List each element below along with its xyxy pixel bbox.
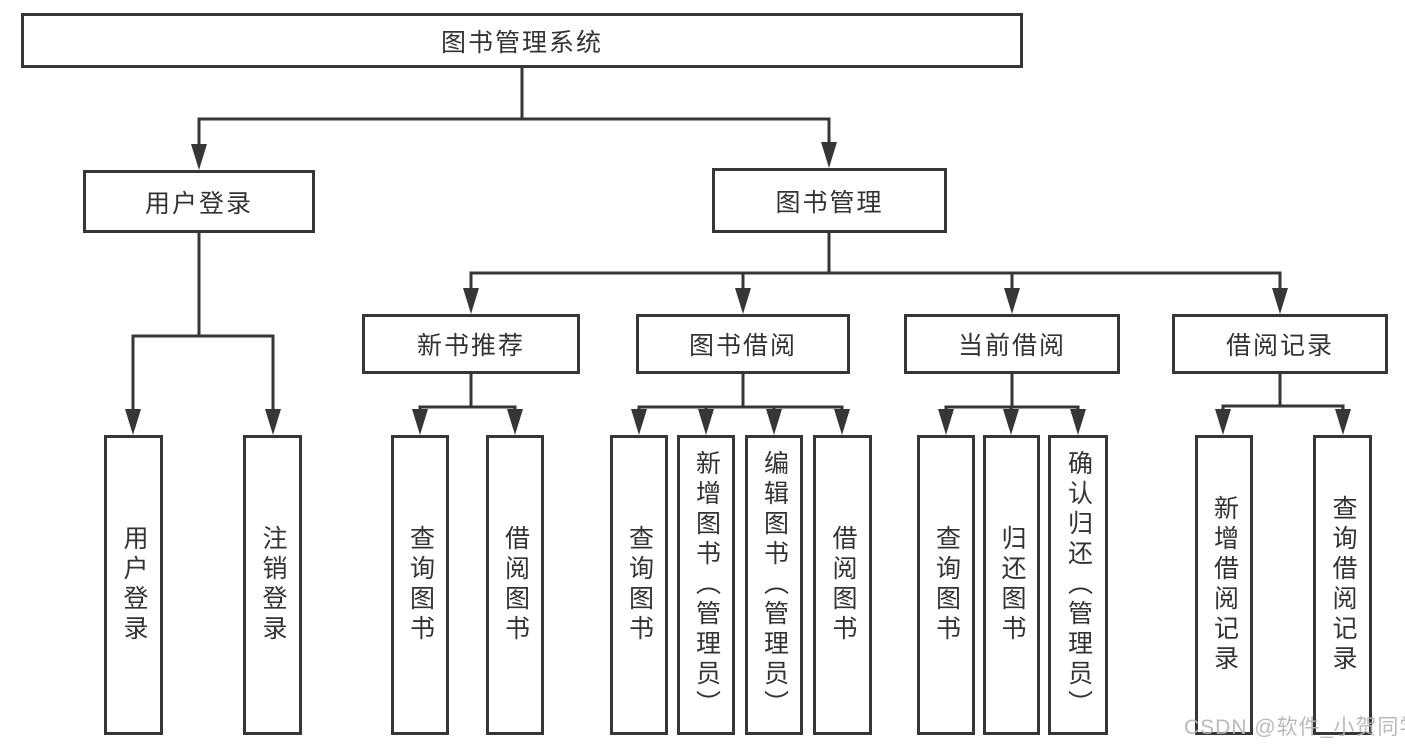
- node-label: 用户登录: [120, 525, 148, 645]
- arrowhead-icon: [821, 142, 837, 168]
- arrowhead-icon: [1004, 288, 1020, 314]
- node-leaf-user-login: 用户登录: [104, 435, 163, 735]
- arrowhead-icon: [1003, 409, 1019, 435]
- node-leaf-query-book-2: 查询图书: [610, 435, 668, 735]
- node-new-book-recommend: 新书推荐: [362, 314, 580, 374]
- arrowhead-icon: [463, 288, 479, 314]
- arrowhead-icon: [698, 409, 714, 435]
- node-label: 确认归还（管理员）: [1064, 450, 1093, 720]
- arrowhead-icon: [412, 409, 428, 435]
- node-label: 新书推荐: [416, 332, 525, 360]
- node-label: 图书借阅: [688, 332, 797, 360]
- node-leaf-logout: 注销登录: [243, 435, 302, 735]
- node-leaf-confirm-return-admin: 确认归还（管理员）: [1048, 435, 1108, 735]
- arrowhead-icon: [938, 409, 954, 435]
- node-label: 归还图书: [998, 525, 1026, 645]
- node-leaf-edit-book-admin: 编辑图书（管理员）: [745, 435, 803, 735]
- node-label: 用户登录: [144, 189, 253, 218]
- node-label: 借阅图书: [501, 525, 530, 645]
- node-library-system: 图书管理系统: [21, 13, 1023, 68]
- node-leaf-query-book-1: 查询图书: [391, 435, 449, 735]
- node-label: 查询图书: [625, 525, 654, 645]
- arrowhead-icon: [507, 409, 523, 435]
- node-leaf-return-book: 归还图书: [983, 435, 1040, 735]
- node-current-borrow: 当前借阅: [904, 314, 1120, 374]
- arrowhead-icon: [265, 409, 281, 435]
- arrowhead-icon: [735, 288, 751, 314]
- node-leaf-query-borrow-record: 查询借阅记录: [1313, 435, 1372, 735]
- node-label: 图书管理系统: [440, 28, 603, 57]
- watermark-text: CSDN @软件_小贺同学: [1184, 716, 1405, 739]
- node-label: 图书管理: [775, 188, 884, 217]
- node-label: 当前借阅: [957, 332, 1066, 360]
- node-label: 查询图书: [406, 525, 435, 645]
- node-label: 借阅图书: [829, 525, 857, 645]
- node-user-login: 用户登录: [83, 170, 315, 233]
- arrowhead-icon: [1215, 409, 1231, 435]
- arrowhead-icon: [125, 409, 141, 435]
- node-leaf-borrow-book-2: 借阅图书: [813, 435, 872, 735]
- arrowhead-icon: [191, 144, 207, 170]
- arrowhead-icon: [1272, 288, 1288, 314]
- node-borrow-record: 借阅记录: [1172, 314, 1388, 374]
- node-leaf-add-borrow-record: 新增借阅记录: [1195, 435, 1253, 735]
- node-label: 编辑图书（管理员）: [760, 450, 789, 720]
- arrowhead-icon: [1335, 409, 1351, 435]
- node-label: 注销登录: [259, 525, 287, 645]
- node-label: 查询借阅记录: [1329, 495, 1357, 675]
- node-label: 新增图书（管理员）: [692, 450, 721, 720]
- node-leaf-add-book-admin: 新增图书（管理员）: [677, 435, 735, 735]
- node-label: 借阅记录: [1225, 332, 1334, 360]
- node-book-management: 图书管理: [712, 168, 947, 233]
- arrowhead-icon: [631, 409, 647, 435]
- node-leaf-query-book-3: 查询图书: [917, 435, 975, 735]
- node-label: 查询图书: [932, 525, 961, 645]
- node-label: 新增借阅记录: [1210, 495, 1239, 675]
- arrowhead-icon: [834, 409, 850, 435]
- node-leaf-borrow-book-1: 借阅图书: [486, 435, 544, 735]
- arrowhead-icon: [1070, 409, 1086, 435]
- node-book-borrow: 图书借阅: [636, 314, 850, 374]
- arrowhead-icon: [766, 409, 782, 435]
